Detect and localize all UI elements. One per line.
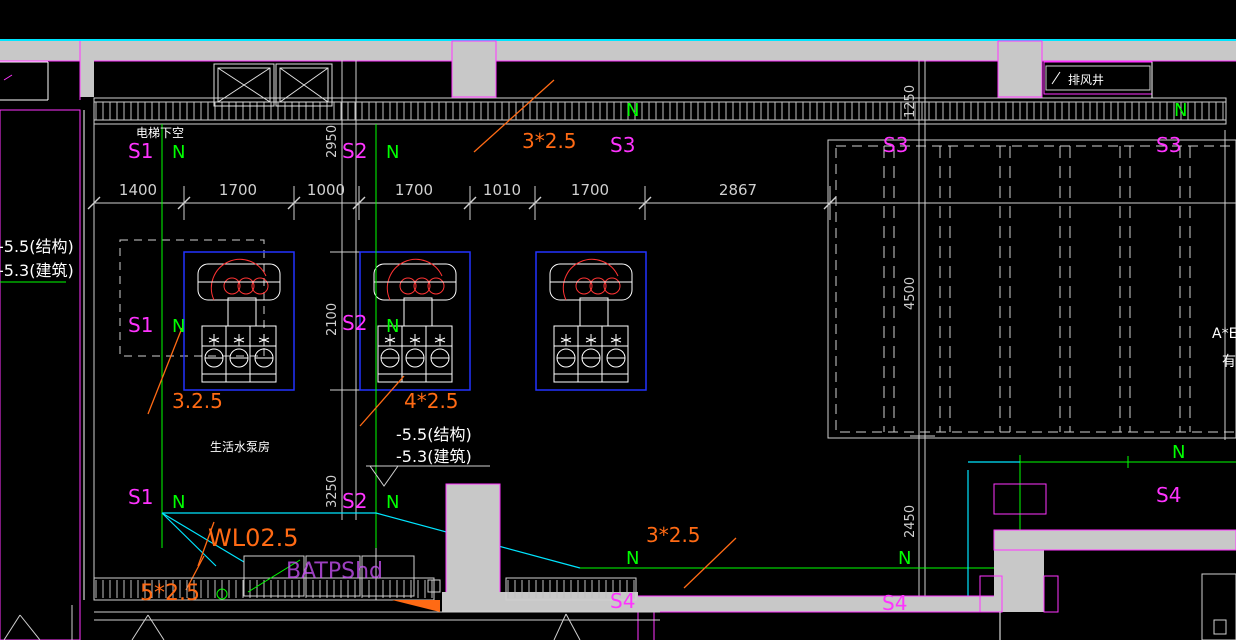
circuit-s4-b: S4 [882,591,907,615]
cable-spec-bottom-left-a: WL02.5 [208,524,299,552]
cable-slashes [147,79,737,591]
dim-2100: 2100 [325,303,340,336]
left-elevation-structure: -5.5(结构) [0,237,74,256]
dim-2867: 2867 [719,181,757,199]
dim-1250: 1250 [903,85,918,118]
neutral-n3: N [172,492,185,513]
circuit-s2-mid: S2 [342,311,367,335]
water-pump-unit [535,251,647,391]
cable-spec-bottom-right: 3*2.5 [646,523,701,547]
circuit-s3-a: S3 [610,133,635,157]
bottom-box-label: BATPShd [286,559,383,584]
dim-1700-c: 1700 [571,181,609,199]
neutral-n4: N [386,142,399,163]
circuit-s2-top: S2 [342,139,367,163]
neutral-n9: N [1172,442,1185,463]
right-edge-text-a: A*E [1212,326,1236,342]
circuit-s3-b: S3 [883,133,908,157]
bottom-vent-units [216,555,441,612]
water-pump-unit [183,251,295,391]
dim-1010: 1010 [483,181,521,199]
neutral-n10: N [898,548,911,569]
circuit-s4-c: S4 [610,589,635,613]
right-edge-text-b: 有 [1222,354,1236,370]
dim-2450: 2450 [903,505,918,538]
exhaust-shaft: 排风井 [1043,61,1153,98]
neutral-n2: N [172,316,185,337]
dim-4500: 4500 [903,277,918,310]
center-elevation-building: -5.3(建筑) [396,447,472,466]
dim-3250: 3250 [325,475,340,508]
elevation-marker [366,465,406,487]
center-elevation-structure: -5.5(结构) [396,425,472,444]
dim-2950: 2950 [325,125,340,158]
top-wall [0,39,1236,101]
dim-1700-b: 1700 [395,181,433,199]
neutral-n6: N [386,492,399,513]
room-elevator-below: 电梯下空 [136,126,184,140]
cable-spec-left: 3.2.5 [172,389,223,413]
neutral-n1: N [172,142,185,163]
right-tank-grid [827,130,1236,440]
dimension-line: 1400 1700 1000 1700 1010 1700 2867 [87,181,1236,220]
circuit-s1-mid: S1 [128,313,153,337]
cable-spec-bottom-left-b: 5*2.5 [140,581,200,606]
wiring-green [161,124,1236,569]
water-pump-unit [359,251,471,391]
neutral-n8: N [1174,100,1187,121]
circuit-s2-bot: S2 [342,489,367,513]
wiring-cyan [161,461,1020,600]
dim-1400: 1400 [119,181,157,199]
circuit-s1-top: S1 [128,139,153,163]
cable-spec-top: 3*2.5 [522,129,577,153]
dashed-equipment-outline [119,239,265,357]
room-domestic-water-pump: 生活水泵房 [210,439,270,454]
circuit-s4-a: S4 [1156,483,1181,507]
exhaust-shaft-label: 排风井 [1068,73,1104,87]
hatched-beam [93,97,1227,125]
neutral-n7: N [626,100,639,121]
left-elevation-building: -5.3(建筑) [0,261,74,280]
circuit-s1-bot: S1 [128,485,153,509]
neutral-n-bottom: N [626,548,639,569]
neutral-n5: N [386,316,399,337]
cable-spec-center: 4*2.5 [404,389,459,413]
left-edge: -5.5(结构) -5.3(建筑) [0,109,95,640]
dim-1000: 1000 [307,181,345,199]
dim-1700-a: 1700 [219,181,257,199]
bottom-walls [93,483,1236,640]
circuit-s3-c: S3 [1156,133,1181,157]
top-vent-units [213,63,333,107]
bottom-ticks [3,605,581,640]
